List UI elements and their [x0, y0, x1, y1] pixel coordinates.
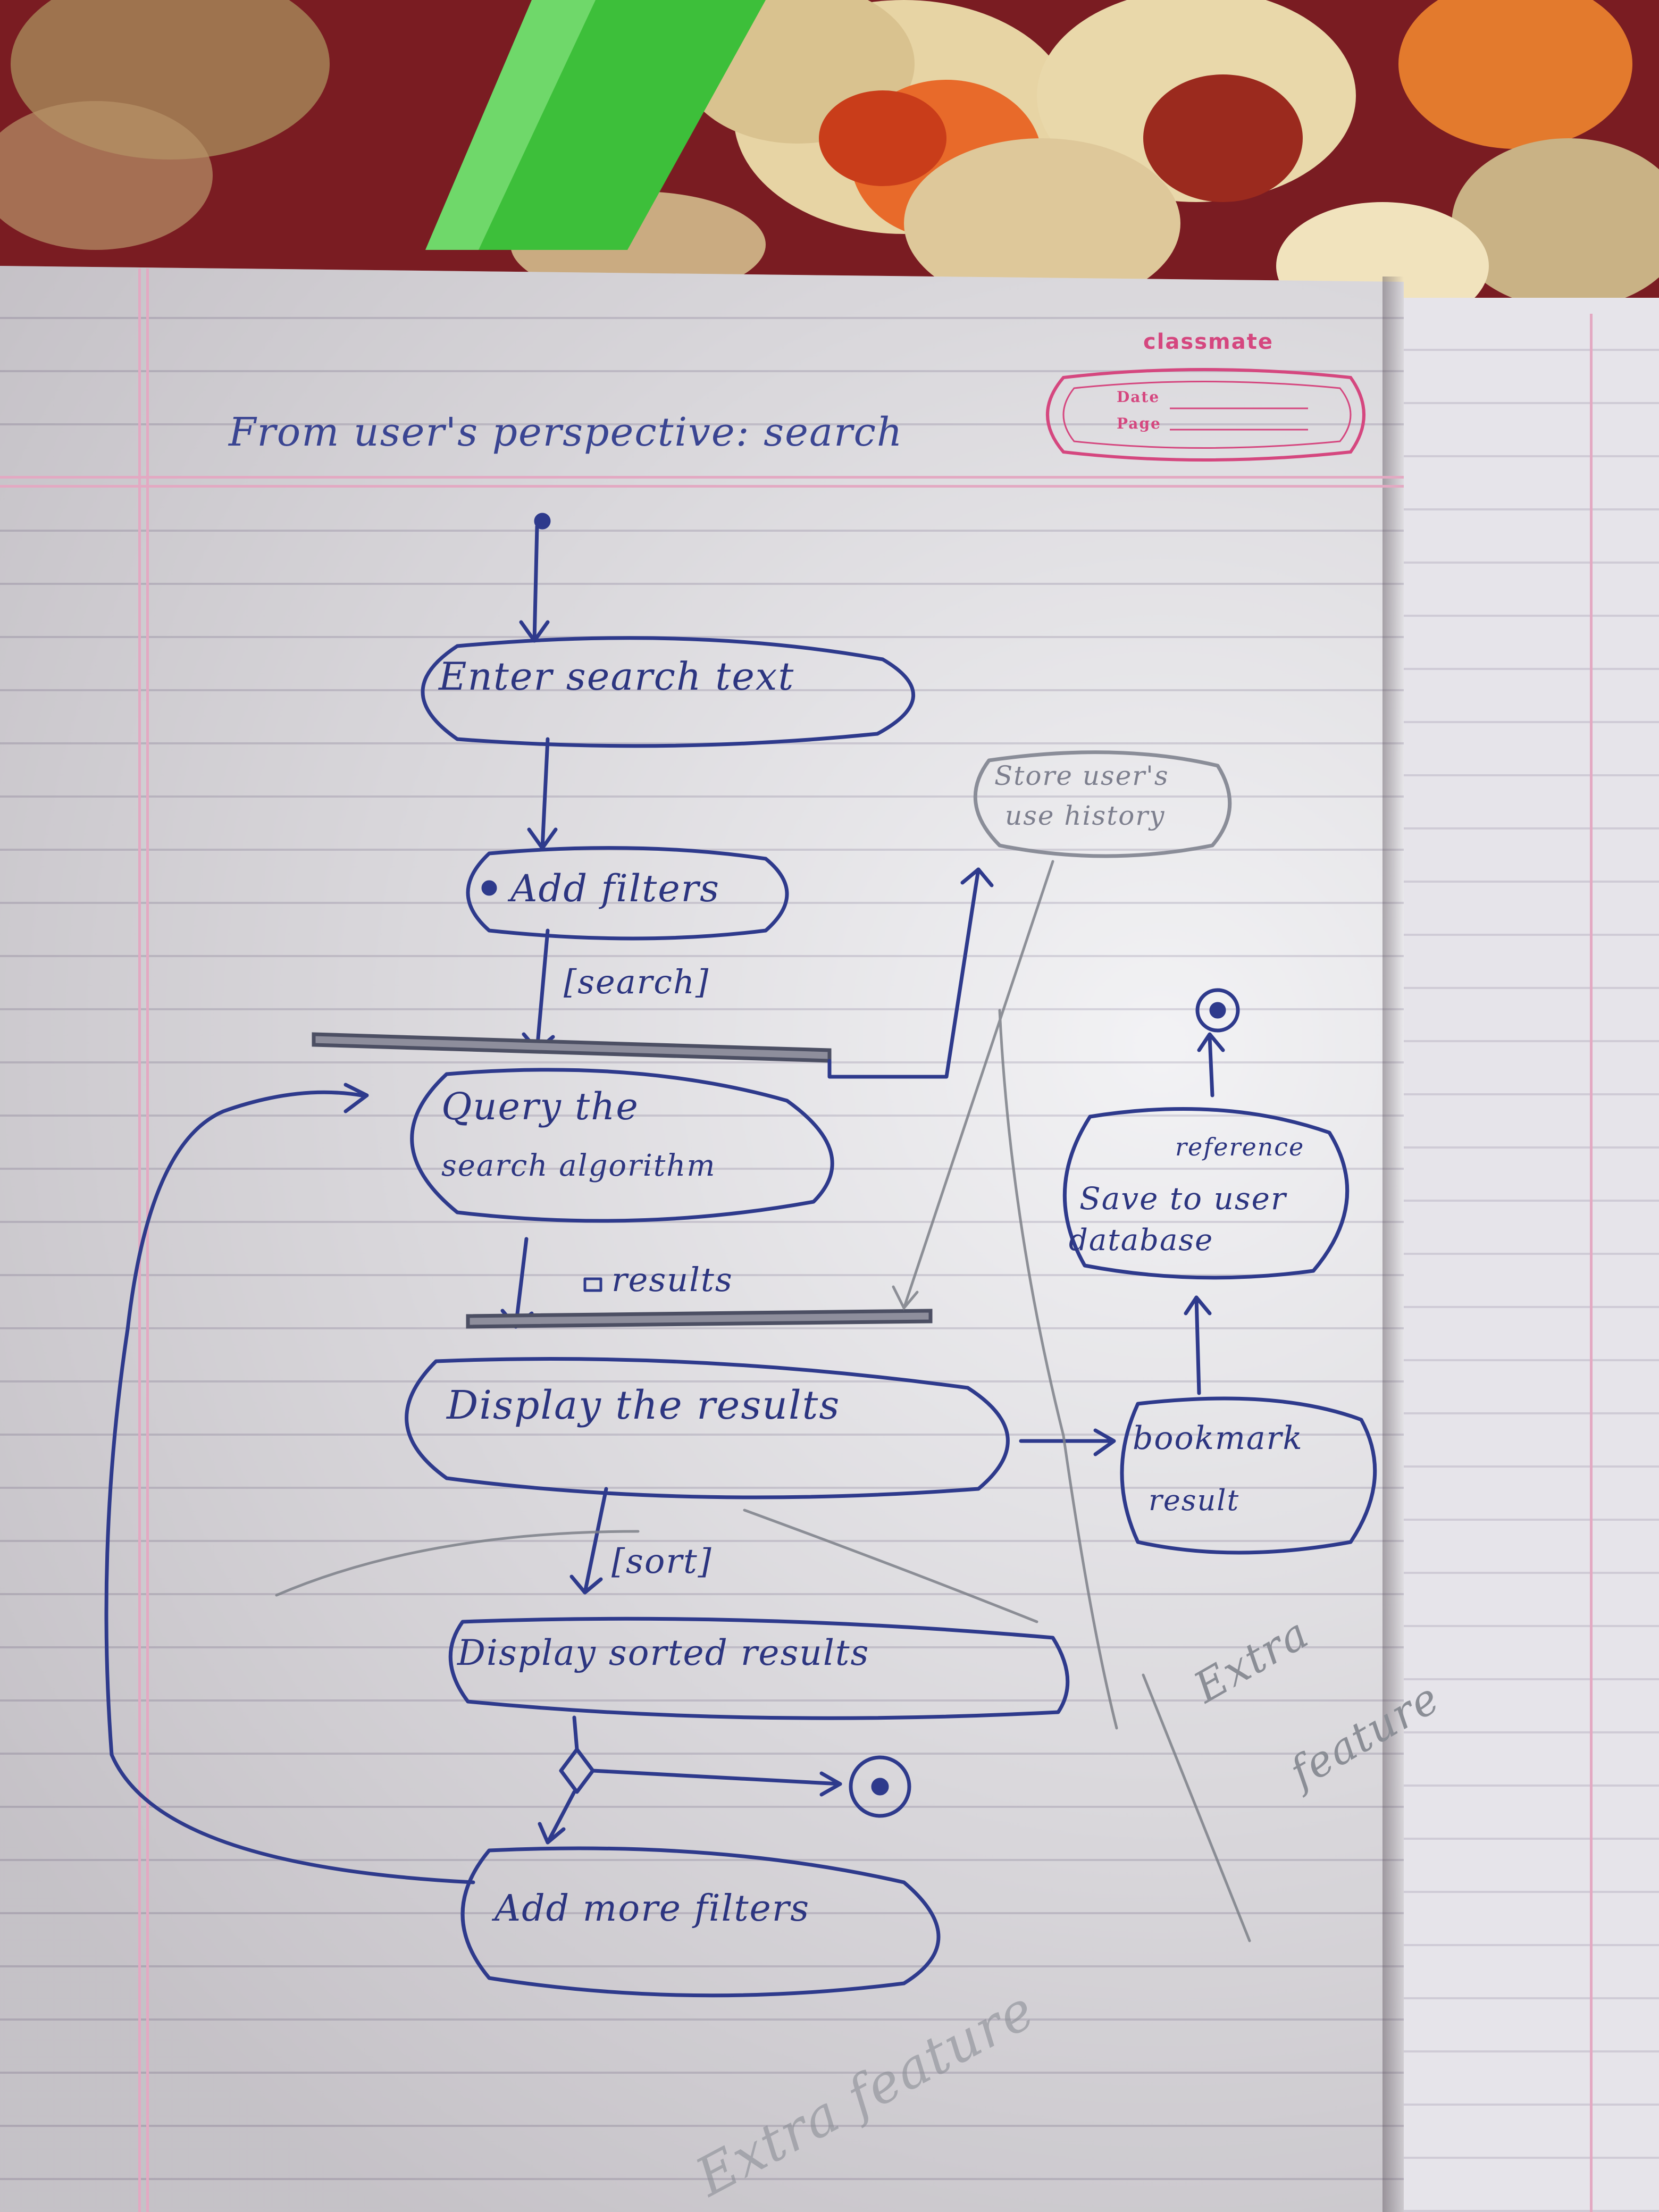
bookmark-label-2: result [1149, 1484, 1240, 1517]
left-margin-line [138, 269, 141, 2212]
results-guard: results [611, 1260, 733, 1299]
save-db-label-2: Save to user [1079, 1180, 1287, 1217]
decision-node [559, 1747, 595, 1794]
brand-date-label: Date [1117, 388, 1160, 406]
store-history-label-2: use history [1005, 800, 1166, 831]
query-algorithm-label-1: Query the [441, 1085, 639, 1128]
top-margin-line-inner [0, 485, 1404, 488]
final-node-top [1195, 988, 1240, 1033]
initial-node [534, 513, 551, 530]
notebook-page [0, 266, 1404, 2212]
fork-bar-1 [312, 1032, 832, 1063]
top-margin-line [0, 476, 1404, 479]
add-filters-node [466, 846, 789, 941]
final-node-bottom [849, 1755, 911, 1818]
display-sorted-node [448, 1616, 1070, 1720]
fork-bar-2 [466, 1309, 933, 1329]
bookmark-label-1: bookmark [1133, 1420, 1303, 1457]
left-margin-line-inner [146, 269, 149, 2212]
flow-loop-back [104, 1090, 475, 1884]
store-history-node [973, 750, 1232, 858]
save-db-label-3: database [1069, 1223, 1214, 1258]
page-title: From user's perspective: search [229, 409, 903, 455]
enter-search-text-label: Enter search text [439, 654, 795, 699]
save-db-node [1062, 1107, 1350, 1280]
display-results-label: Display the results [447, 1382, 841, 1428]
display-sorted-label: Display sorted results [457, 1632, 870, 1673]
enter-search-text-node [421, 636, 915, 748]
save-db-label-1: reference [1175, 1133, 1305, 1161]
add-more-filters-node [460, 1846, 941, 1998]
sort-guard: [sort] [611, 1542, 713, 1581]
flow-start-to-enter [532, 524, 539, 643]
brand-logo: classmate [1143, 330, 1273, 354]
search-guard: [search] [564, 962, 710, 1001]
pencil-flow-history [902, 860, 1054, 1310]
notebook-right-page [1404, 298, 1659, 2212]
right-page-margin-line [1590, 314, 1593, 2212]
brand-date-page-frame [1046, 368, 1365, 462]
bookmark-node [1120, 1396, 1377, 1555]
query-algorithm-label-2: search algorithm [441, 1149, 716, 1183]
brand-page-label: Page [1117, 415, 1161, 432]
display-results-node [405, 1357, 1010, 1499]
add-filters-label: Add filters [510, 867, 720, 910]
add-more-filters-label: Add more filters [495, 1888, 810, 1930]
query-algorithm-node [410, 1068, 834, 1223]
notebook-fold-shadow [1382, 276, 1404, 2212]
store-history-label-1: Store user's [994, 760, 1169, 791]
flow-to-store-history [827, 867, 981, 1079]
